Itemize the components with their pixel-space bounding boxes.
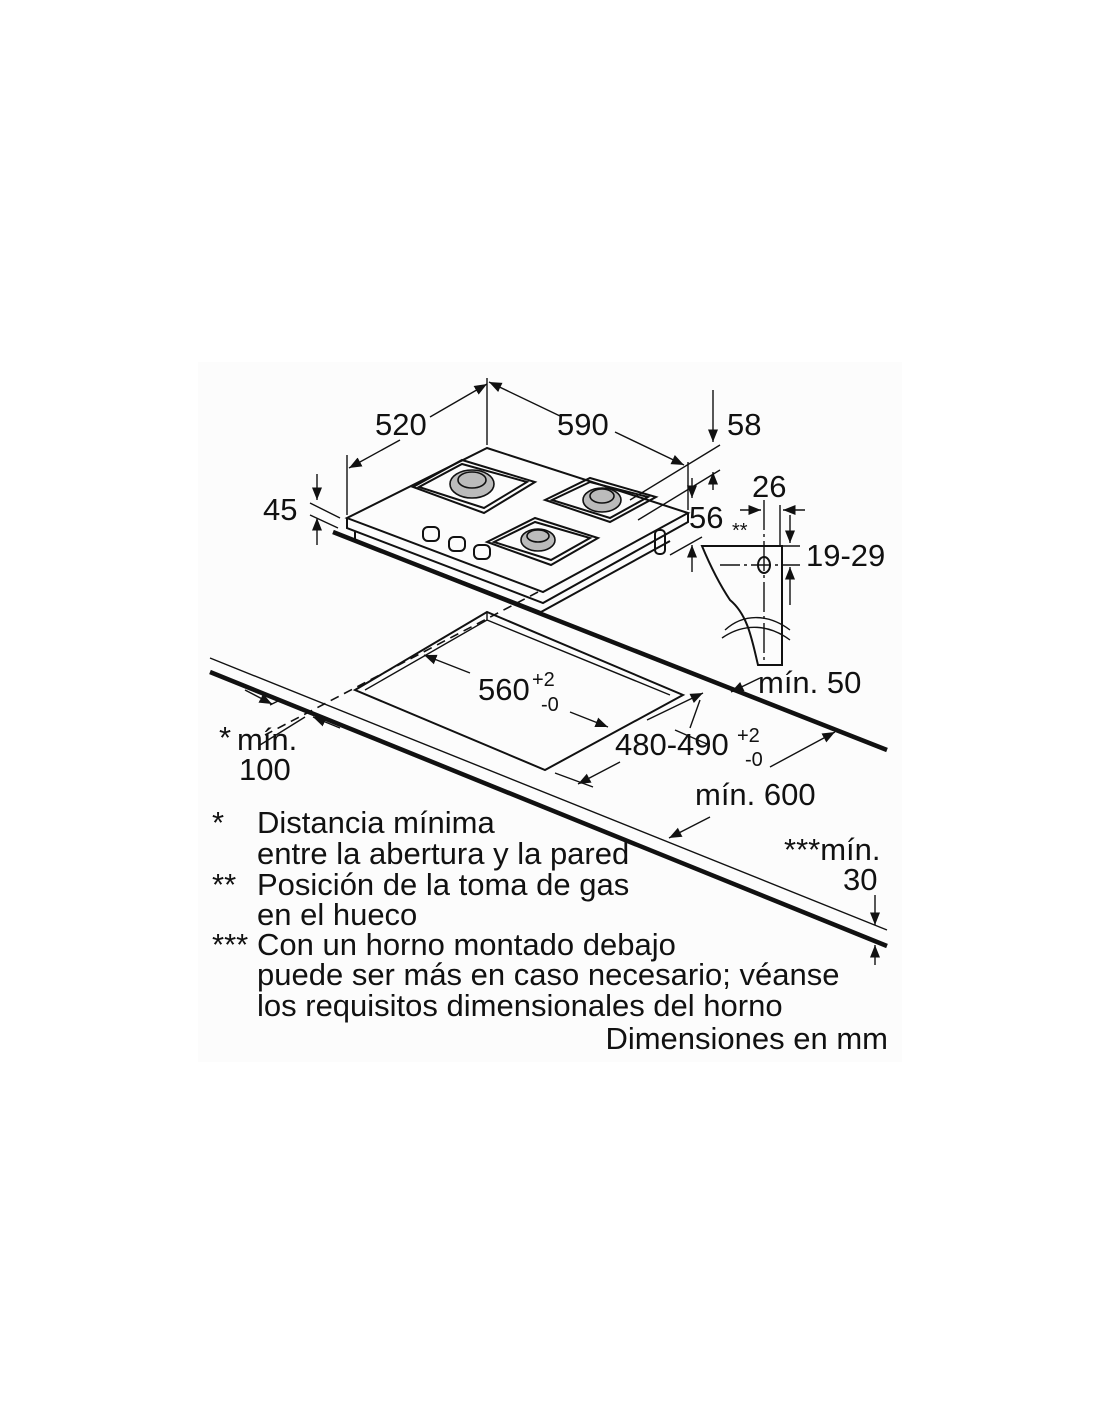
note-line: Con un horno montado debajo: [257, 927, 676, 962]
worktop-front-top: [209, 657, 888, 931]
dim-cutout-depth: 480-490: [615, 727, 729, 762]
burner-front: [484, 516, 601, 567]
cutout-width-tol-plus: +2: [532, 669, 555, 691]
dim-min-back: mín. 50: [758, 665, 861, 700]
note-marker: *: [212, 805, 224, 840]
units-note: Dimensiones en mm: [605, 1021, 888, 1056]
footnotes: * Distancia mínima entre la abertura y l…: [212, 805, 888, 1056]
cutout-inner: [364, 612, 671, 696]
note-line: Distancia mínima: [257, 805, 495, 840]
dim-depth: 520: [375, 407, 427, 442]
dim-min-thickness-value: 30: [843, 862, 877, 897]
dim-cutout-width: 560: [478, 672, 530, 707]
note-line: Posición de la toma de gas: [257, 867, 629, 902]
dim-depth-under: 56: [689, 500, 723, 535]
burner-large: [410, 458, 538, 515]
dim-min-worktop: mín. 600: [695, 777, 816, 812]
note-line: los requisitos dimensionales del horno: [257, 988, 783, 1023]
gas-marker: **: [732, 520, 748, 542]
hob-glass-edge: [346, 513, 689, 605]
note-line: puede ser más en caso necesario; véanse: [257, 957, 839, 992]
hob-foot: [654, 529, 666, 555]
dim-min-wall-marker: *: [219, 720, 231, 755]
note-line: entre la abertura y la pared: [257, 836, 629, 871]
dim-top-to-grid: 58: [727, 407, 761, 442]
dim-min-thickness-label: ***mín.: [784, 832, 880, 867]
dim-min-wall-value: 100: [239, 752, 291, 787]
dim-side-offset: 26: [752, 469, 786, 504]
wall-edge: [332, 529, 888, 753]
cutout-outer: [352, 610, 686, 772]
projection-line: [264, 591, 539, 736]
cutout-depth-tol-minus: -0: [745, 749, 763, 771]
dimension-lines: [244, 378, 881, 965]
cutout-depth-tol-plus: +2: [737, 725, 760, 747]
control-knobs: [422, 526, 491, 560]
dim-width: 590: [557, 407, 609, 442]
note-line: en el hueco: [257, 897, 417, 932]
gas-connection-detail: [700, 500, 800, 666]
dim-gas-height: 19-29: [806, 538, 885, 573]
note-marker: ***: [212, 927, 248, 962]
hob-glass-top: [344, 446, 691, 594]
dim-min-wall-label: mín.: [237, 722, 297, 757]
cutout-width-tol-minus: -0: [541, 694, 559, 716]
dim-height: 45: [263, 492, 297, 527]
burner-right: [542, 476, 659, 524]
note-marker: **: [212, 867, 236, 902]
